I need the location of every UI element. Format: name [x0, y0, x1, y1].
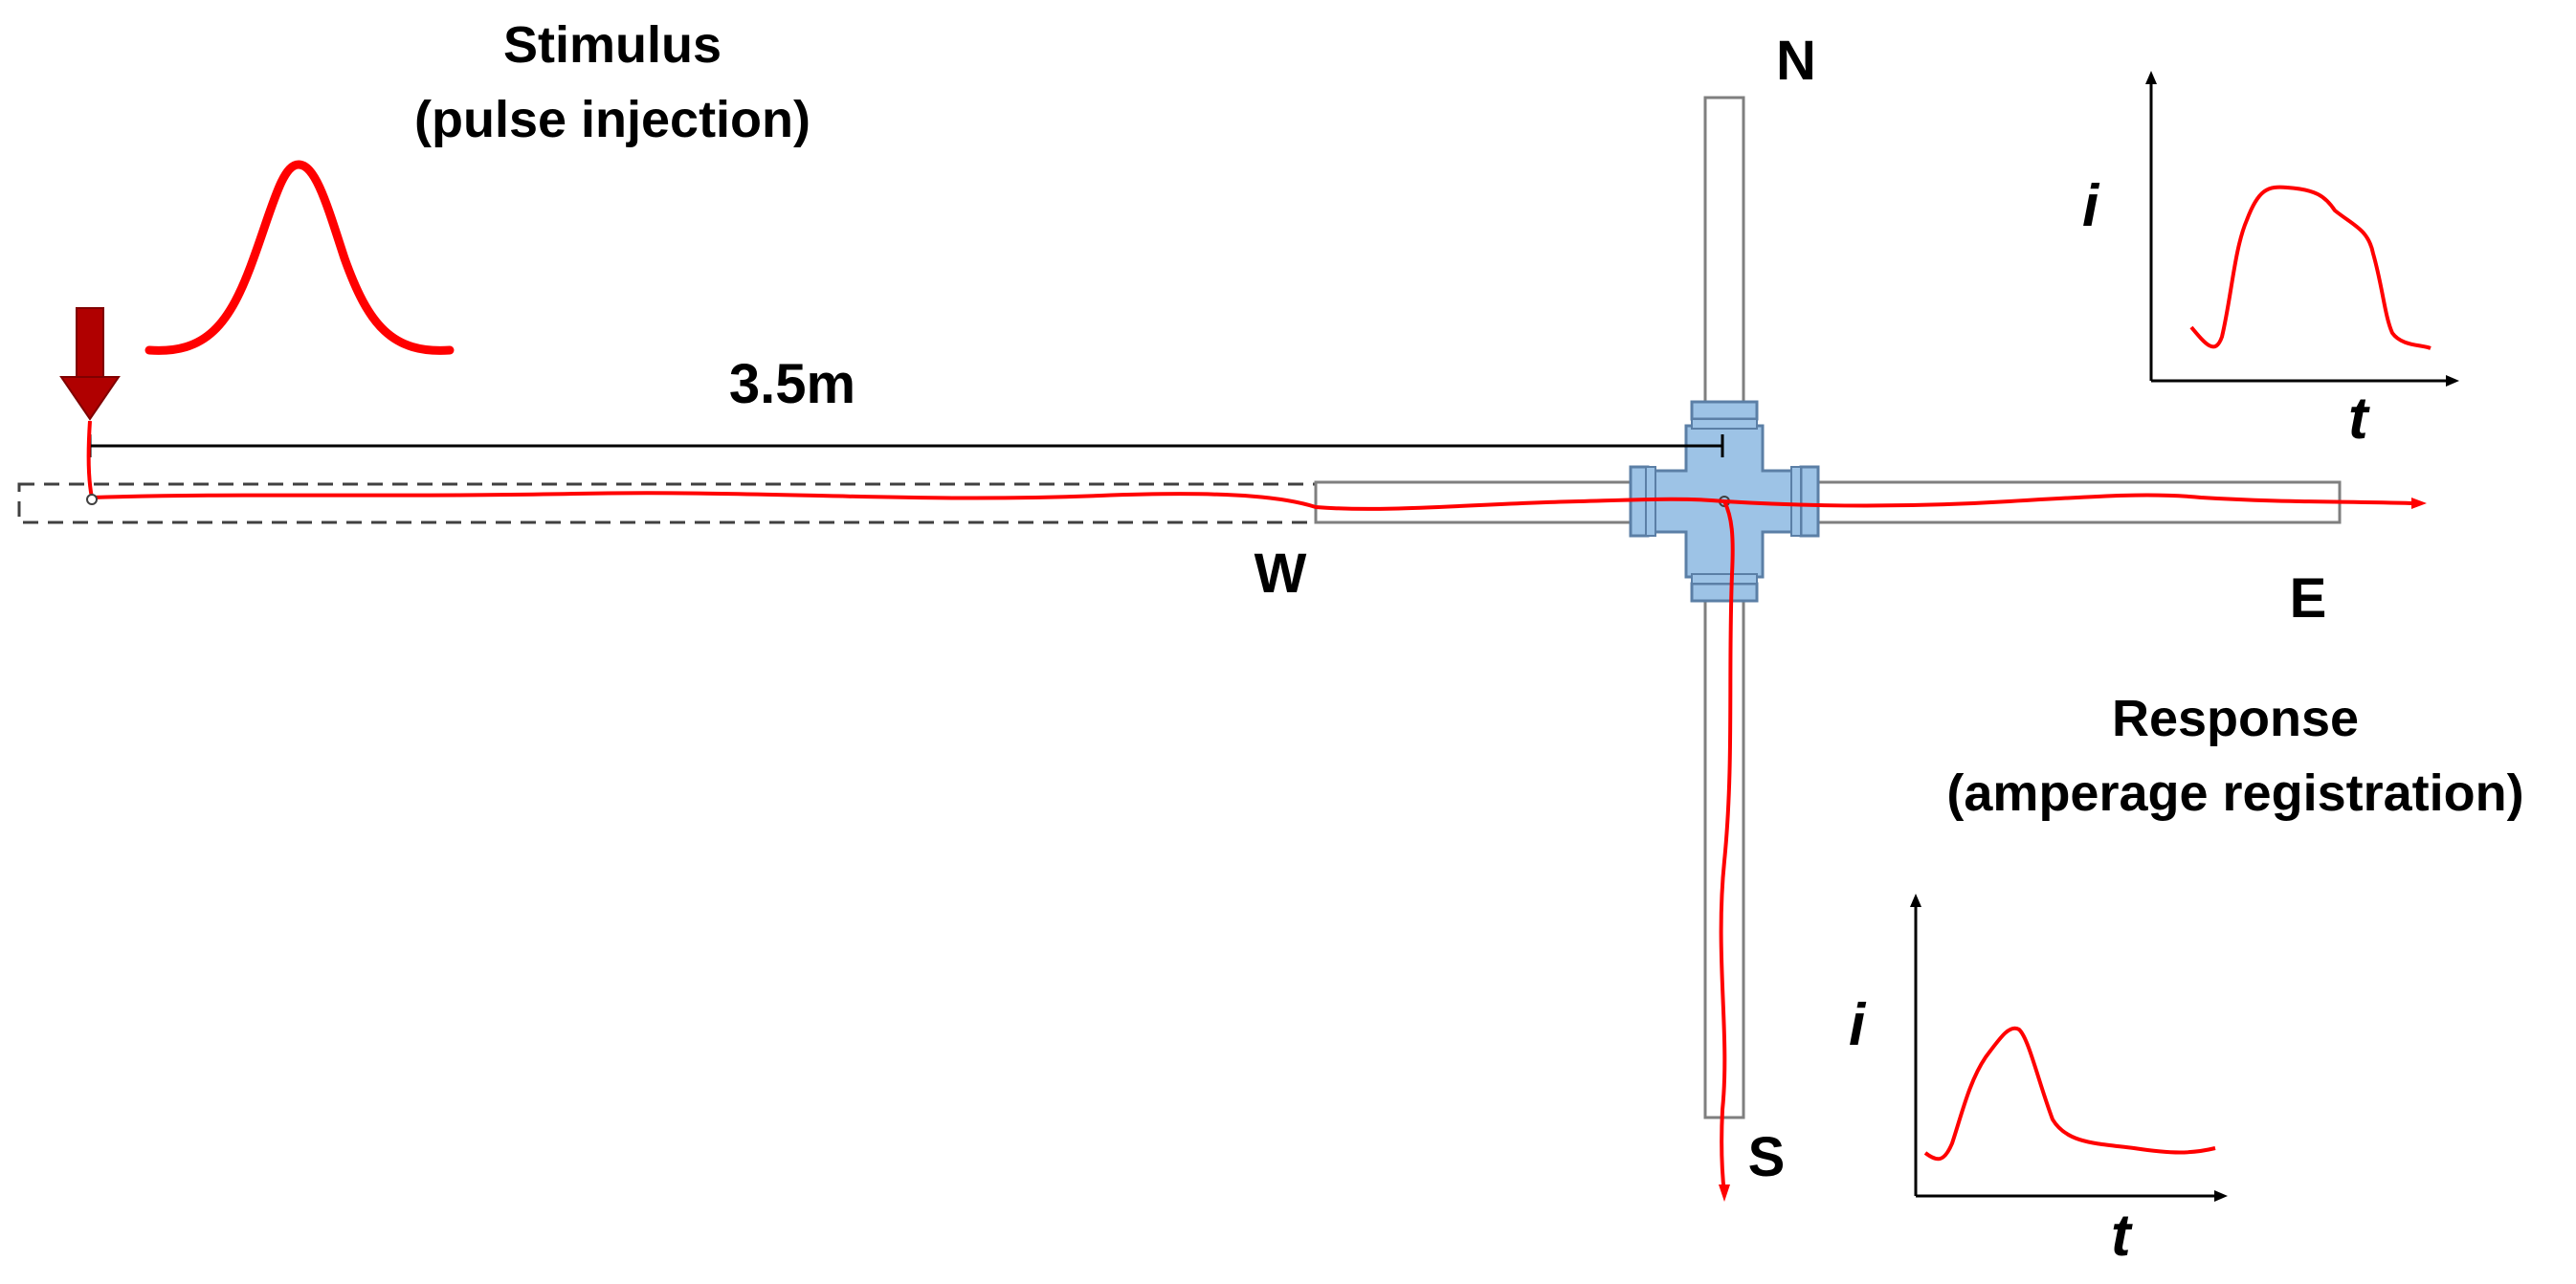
stimulus-pulse-curve [144, 160, 455, 355]
response-title-line1: Response [2111, 690, 2360, 747]
south-response-graph [1910, 894, 2228, 1202]
south-graph-x-label: t [2111, 1203, 2131, 1269]
north-pipe [1703, 96, 1745, 415]
east-response-curve [2189, 185, 2432, 350]
south-response-curve [1923, 1026, 2216, 1162]
stimulus-title-line2: (pulse injection) [413, 91, 811, 149]
east-graph-y-label: i [2082, 173, 2099, 239]
distance-dimension-line [88, 434, 1724, 457]
distance-label: 3.5m [728, 353, 856, 415]
dashed-pipe-extension [17, 482, 1318, 524]
direction-west: W [1254, 542, 1307, 605]
east-graph-x-label: t [2348, 386, 2368, 452]
stimulus-title: Stimulus (pulse injection) [414, 8, 811, 158]
flow-arrowhead-east [2411, 498, 2427, 509]
direction-south: S [1747, 1126, 1786, 1188]
response-title-line2: (amperage registration) [1946, 764, 2524, 823]
stimulus-title-line1: Stimulus [502, 16, 722, 74]
injection-arrow-icon [59, 307, 121, 421]
flow-arrowhead-south [1719, 1184, 1730, 1202]
east-response-graph [2145, 71, 2459, 387]
south-graph-y-label: i [1849, 992, 1866, 1058]
response-title: Response (amperage registration) [1946, 681, 2523, 831]
flow-path [86, 420, 2412, 1195]
direction-north: N [1776, 30, 1816, 92]
east-pipe [1792, 480, 2342, 524]
injection-point [86, 494, 98, 505]
direction-east: E [2289, 567, 2327, 630]
